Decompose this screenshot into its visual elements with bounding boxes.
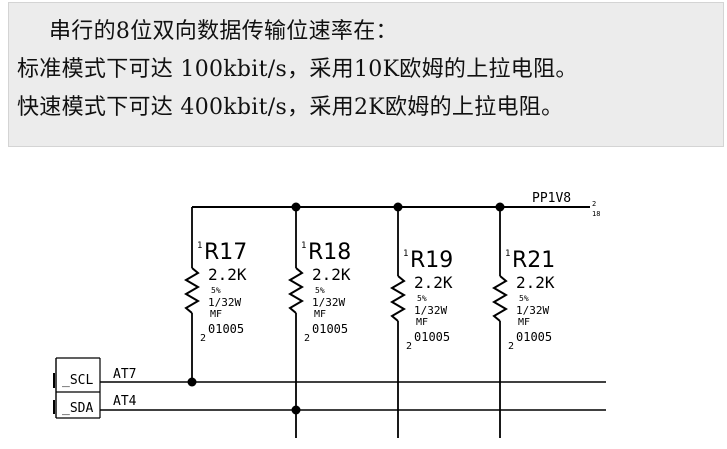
pin1-label: 1 <box>301 241 306 251</box>
resistor-type: MF <box>314 309 326 320</box>
resistor-value: 2.2K <box>414 273 453 292</box>
resistor-package: 01005 <box>414 330 450 344</box>
scl-net-label: AT7 <box>113 367 136 382</box>
description-box: 串行的8位双向数据传输位速率在： 标准模式下可达 100kbit/s，采用10K… <box>8 2 724 147</box>
resistor-tolerance: 5% <box>211 286 221 295</box>
resistor-r19: 1 R19 2.2K 5% 1/32W MF 2 01005 <box>390 207 453 438</box>
pin2-label: 2 <box>508 341 514 352</box>
resistor-power: 1/32W <box>312 296 345 309</box>
resistor-tolerance: 5% <box>315 286 325 295</box>
pin1-label: 1 <box>403 249 408 259</box>
resistor-r18: 1 R18 2.2K 5% 1/32W MF 2 01005 <box>288 207 351 438</box>
resistor-ref: R18 <box>308 240 351 265</box>
resistor-package: 01005 <box>208 322 244 336</box>
sda-net-label: AT4 <box>113 394 137 409</box>
resistor-ref: R17 <box>204 240 247 265</box>
pin1-label: 1 <box>505 249 510 259</box>
resistor-type: MF <box>210 309 222 320</box>
rail-ref-top: 2 <box>592 200 596 208</box>
resistor-tolerance: 5% <box>417 294 427 303</box>
scl-port-label: _SCL <box>62 373 93 388</box>
resistor-value: 2.2K <box>516 273 555 292</box>
rail-ref-bottom: 18 <box>592 210 600 218</box>
rail-label: PP1V8 <box>532 191 571 206</box>
resistor-power: 1/32W <box>414 304 447 317</box>
resistor-power: 1/32W <box>516 304 549 317</box>
pin2-label: 2 <box>304 333 310 344</box>
resistor-package: 01005 <box>516 330 552 344</box>
sda-junction-dot <box>291 405 301 415</box>
resistor-type: MF <box>518 317 530 328</box>
pin1-label: 1 <box>197 241 202 251</box>
resistor-power: 1/32W <box>208 296 241 309</box>
resistor-ref: R21 <box>512 248 555 273</box>
resistor-r21: 1 R21 2.2K 5% 1/32W MF 2 01005 <box>492 207 555 438</box>
pin2-label: 2 <box>200 333 206 344</box>
description-line-1: 串行的8位双向数据传输位速率在： <box>49 19 398 44</box>
resistor-value: 2.2K <box>312 265 351 284</box>
resistor-type: MF <box>416 317 428 328</box>
sda-port-label: _SDA <box>62 401 93 416</box>
resistor-ref: R19 <box>410 248 453 273</box>
resistor-tolerance: 5% <box>519 294 529 303</box>
pin2-label: 2 <box>406 341 412 352</box>
resistor-value: 2.2K <box>208 265 247 284</box>
scl-junction-dot <box>187 377 197 387</box>
description-line-3: 快速模式下可达 400kbit/s，采用2K欧姆的上拉电阻。 <box>17 95 564 120</box>
resistor-r17: 1 R17 2.2K 5% 1/32W MF 2 01005 <box>184 207 247 387</box>
description-line-2: 标准模式下可达 100kbit/s，采用10K欧姆的上拉电阻。 <box>17 57 578 82</box>
resistor-package: 01005 <box>312 322 348 336</box>
